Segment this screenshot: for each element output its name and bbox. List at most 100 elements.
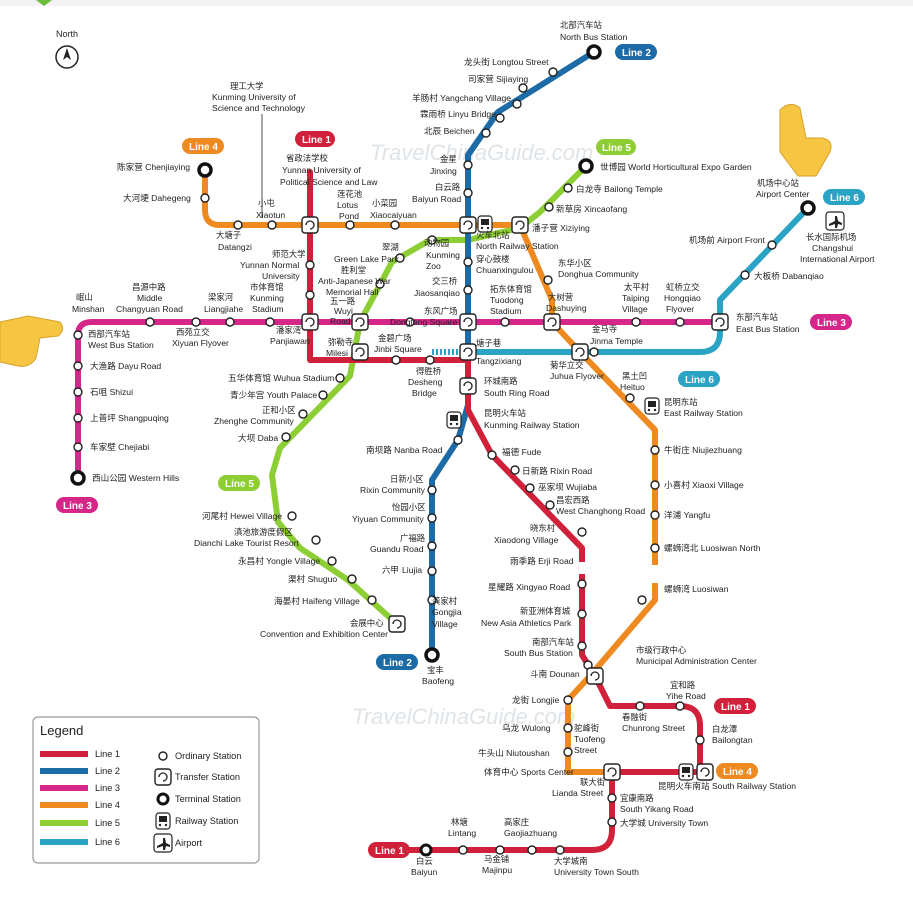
terminal-baofeng[interactable] xyxy=(424,647,440,663)
station-xincaofang[interactable] xyxy=(544,202,554,212)
station-longjie[interactable] xyxy=(563,695,573,705)
station-datangzi[interactable] xyxy=(233,220,243,230)
station-airport-front[interactable] xyxy=(767,240,777,250)
station-beichen[interactable] xyxy=(481,128,491,138)
station-anti-japanese[interactable] xyxy=(375,279,385,289)
terminal-baiyun-dot[interactable] xyxy=(419,843,433,857)
terminal-western-hills[interactable] xyxy=(70,470,86,486)
station-tuodong[interactable] xyxy=(500,317,510,327)
station-minshan[interactable] xyxy=(73,330,83,340)
transfer-dongfeng-icon[interactable] xyxy=(459,313,477,331)
transfer-north-railway-icon[interactable] xyxy=(459,216,477,234)
station-jinma[interactable] xyxy=(589,347,599,357)
station-fude[interactable] xyxy=(487,450,497,460)
station-nanba[interactable] xyxy=(453,435,463,445)
transfer-xiaotun-icon[interactable] xyxy=(301,216,319,234)
station-longtou[interactable] xyxy=(548,67,558,77)
station-guandu[interactable] xyxy=(427,541,437,551)
station-middle-changyuan[interactable] xyxy=(145,317,155,327)
station-baiyun-road[interactable] xyxy=(463,188,473,198)
transfer-dashuying-icon[interactable] xyxy=(543,313,561,331)
station-chuanxin[interactable] xyxy=(463,257,473,267)
station-xingyao[interactable] xyxy=(577,609,587,619)
station-luosiwan[interactable] xyxy=(637,595,647,605)
station-univ-town[interactable] xyxy=(607,817,617,827)
transfer-milesi-icon[interactable] xyxy=(351,343,369,361)
station-green-lake[interactable] xyxy=(395,253,405,263)
transfer-xiziying-icon[interactable] xyxy=(511,216,529,234)
station-bailongtan[interactable] xyxy=(695,735,705,745)
station-linyu[interactable] xyxy=(495,113,505,123)
station-youth-palace[interactable] xyxy=(318,390,328,400)
station-hongqiao[interactable] xyxy=(675,317,685,327)
transfer-south-ring-icon[interactable] xyxy=(459,377,477,395)
station-univ-town-south[interactable] xyxy=(555,845,565,855)
station-jinxing[interactable] xyxy=(463,160,473,170)
station-xiaoxi[interactable] xyxy=(650,480,660,490)
station-shizui[interactable] xyxy=(73,387,83,397)
station-majinpu[interactable] xyxy=(495,845,505,855)
station-south-yikang[interactable] xyxy=(607,793,617,803)
station-yangfu[interactable] xyxy=(650,510,660,520)
station-bailong-temple[interactable] xyxy=(563,183,573,193)
station-niutoushan[interactable] xyxy=(563,747,573,757)
station-liujia[interactable] xyxy=(427,566,437,576)
station-dianchi[interactable] xyxy=(311,535,321,545)
station-xiyuan[interactable] xyxy=(191,317,201,327)
station-dayu[interactable] xyxy=(73,361,83,371)
station-yongle[interactable] xyxy=(327,556,337,566)
transfer-east-bus-icon[interactable] xyxy=(711,313,729,331)
station-heituo[interactable] xyxy=(625,393,635,403)
station-taiping[interactable] xyxy=(631,317,641,327)
station-gongjia[interactable] xyxy=(427,595,437,605)
station-kunming-stadium-3[interactable] xyxy=(265,317,275,327)
station-lotus[interactable] xyxy=(345,220,355,230)
station-wuyi-3[interactable] xyxy=(405,317,415,327)
station-wujiaba[interactable] xyxy=(525,483,535,493)
station-luosiwan-n[interactable] xyxy=(650,543,660,553)
station-wuhua[interactable] xyxy=(335,373,345,383)
station-niujiezhuang[interactable] xyxy=(650,445,660,455)
station-daba[interactable] xyxy=(281,432,291,442)
transfer-juhua-icon[interactable] xyxy=(571,343,589,361)
station-donghua[interactable] xyxy=(543,275,553,285)
station-hewei[interactable] xyxy=(287,511,297,521)
station-dahegeng[interactable] xyxy=(200,193,210,203)
station-yunnan-normal[interactable] xyxy=(305,260,315,270)
terminal-north-bus[interactable] xyxy=(586,44,602,60)
station-shangpuqing[interactable] xyxy=(73,413,83,423)
station-desheng[interactable] xyxy=(425,355,435,365)
station-liangjiahe[interactable] xyxy=(225,317,235,327)
transfer-south-railway-icon[interactable] xyxy=(696,763,714,781)
station-jiaosanqiao[interactable] xyxy=(463,285,473,295)
station-haifeng[interactable] xyxy=(367,595,377,605)
transfer-panjiawan-icon[interactable] xyxy=(301,313,319,331)
station-zhenghe[interactable] xyxy=(298,409,308,419)
transfer-wuyi-icon[interactable] xyxy=(351,313,369,331)
station-chunrong[interactable] xyxy=(635,701,645,711)
station-dabanqiao[interactable] xyxy=(740,270,750,280)
station-wulong[interactable] xyxy=(563,723,573,733)
station-jinbi[interactable] xyxy=(391,355,401,365)
station-xiaotun[interactable] xyxy=(267,220,277,230)
station-new-asia[interactable] xyxy=(577,641,587,651)
station-xiaocaiyuan[interactable] xyxy=(390,220,400,230)
station-gaojiazhuang[interactable] xyxy=(527,845,537,855)
transfer-convention-icon[interactable] xyxy=(388,615,406,633)
station-yangchang[interactable] xyxy=(512,99,522,109)
terminal-airport-center[interactable] xyxy=(800,200,816,216)
station-kunming-zoo[interactable] xyxy=(427,235,437,245)
station-kunming-stadium[interactable] xyxy=(305,290,315,300)
transfer-dounan-icon[interactable] xyxy=(586,667,604,685)
station-erji[interactable] xyxy=(577,579,587,589)
station-rixin-comm[interactable] xyxy=(427,485,437,495)
station-shuguo[interactable] xyxy=(347,574,357,584)
station-sijiaying[interactable] xyxy=(518,83,528,93)
transfer-tangzixiang-icon[interactable] xyxy=(459,343,477,361)
station-west-changhong[interactable] xyxy=(545,500,555,510)
station-yihe[interactable] xyxy=(675,701,685,711)
station-yiyuan[interactable] xyxy=(427,513,437,523)
station-rixin-road[interactable] xyxy=(510,465,520,475)
terminal-chenjiaying[interactable] xyxy=(197,162,213,178)
station-chejiabi[interactable] xyxy=(73,442,83,452)
